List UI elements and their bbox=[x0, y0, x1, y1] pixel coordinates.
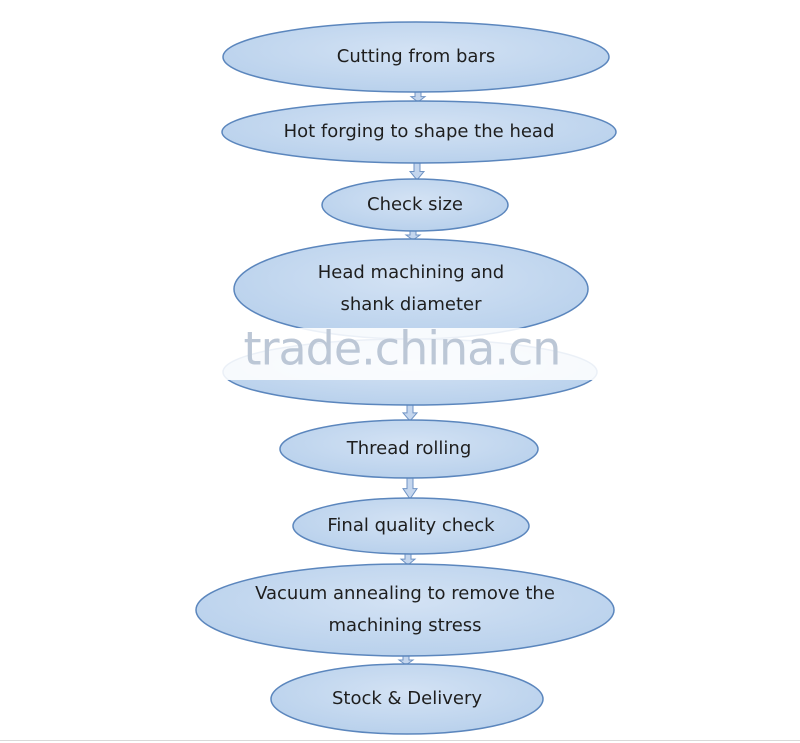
process-step-label: Stock & Delivery bbox=[332, 688, 482, 709]
process-step-label: Cutting from bars bbox=[337, 46, 496, 67]
process-step: Head machining and shank diameter bbox=[233, 238, 589, 340]
process-step-ellipse bbox=[221, 100, 617, 164]
process-step-ellipse bbox=[279, 419, 539, 479]
process-step-label: Hot forging to shape the head bbox=[284, 121, 555, 142]
process-step: Hot forging to shape the head bbox=[221, 100, 617, 164]
process-step: Check size bbox=[321, 178, 509, 232]
flow-arrow bbox=[402, 475, 418, 500]
watermark: trade.china.cn bbox=[244, 322, 561, 376]
process-step-ellipse bbox=[222, 21, 610, 93]
process-step: Stock & Delivery bbox=[270, 663, 544, 735]
watermark-band bbox=[218, 328, 598, 380]
process-step-label: Vacuum annealing to remove the bbox=[255, 583, 555, 604]
process-step-ellipse bbox=[292, 497, 530, 555]
process-step-ellipse bbox=[195, 563, 615, 657]
process-step-label: Check size bbox=[367, 194, 463, 215]
process-step-ellipse bbox=[321, 178, 509, 232]
process-step-label: shank diameter bbox=[341, 294, 483, 315]
process-step-label: Thread rolling bbox=[346, 438, 472, 459]
bottom-divider bbox=[0, 740, 800, 741]
process-step-label: machining stress bbox=[328, 615, 481, 636]
process-step-ellipse bbox=[270, 663, 544, 735]
process-step: Final quality check bbox=[292, 497, 530, 555]
process-step: Cutting from bars bbox=[222, 21, 610, 93]
process-step-label: Final quality check bbox=[327, 515, 495, 536]
flow-arrow bbox=[408, 160, 426, 181]
process-step: Thread rolling bbox=[279, 419, 539, 479]
process-step: Vacuum annealing to remove the machining … bbox=[195, 563, 615, 657]
process-step-label: Head machining and bbox=[318, 262, 505, 283]
